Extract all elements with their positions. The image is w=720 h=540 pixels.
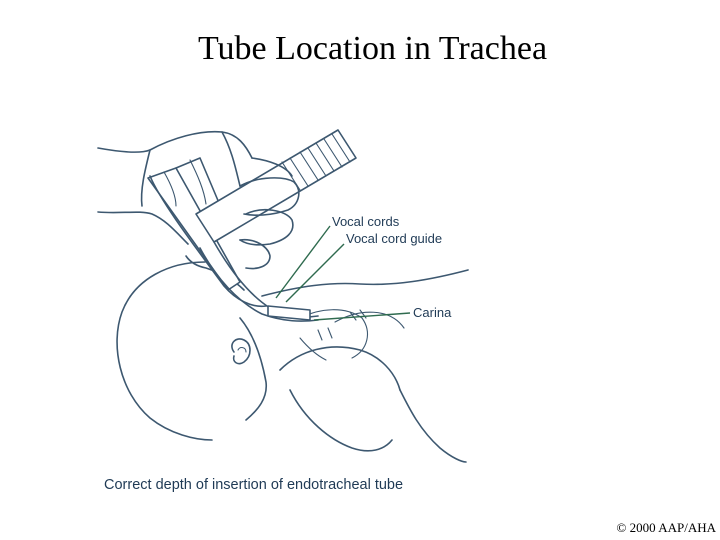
leader-lines (275, 225, 411, 321)
endotracheal-tube (195, 129, 357, 322)
gloved-hand (97, 130, 300, 270)
infant-outline (116, 255, 469, 463)
copyright-notice: © 2000 AAP/AHA (616, 520, 716, 535)
label-vocal-cord-guide: Vocal cord guide (346, 231, 442, 246)
vocal-cords-leader (275, 225, 331, 299)
label-vocal-cords: Vocal cords (332, 214, 400, 229)
vocal-cord-guide-leader (285, 243, 345, 303)
carina-leader (313, 312, 411, 321)
laryngoscope (147, 157, 267, 308)
label-carina: Carina (413, 305, 452, 320)
slide-title: Tube Location in Trachea (197, 30, 548, 67)
figure-caption: Correct depth of insertion of endotrache… (104, 477, 403, 493)
